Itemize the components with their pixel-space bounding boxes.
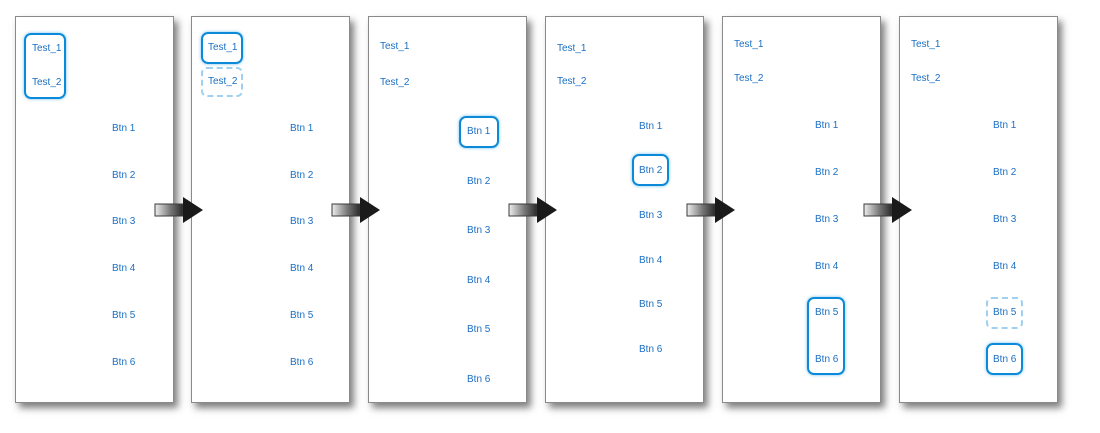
right-arrow-icon <box>331 197 380 223</box>
btn-2-item[interactable]: Btn 2 <box>112 170 136 181</box>
btn-1-item[interactable]: Btn 1 <box>467 126 491 137</box>
btn-2-item[interactable]: Btn 2 <box>993 167 1017 178</box>
focus-group-highlight <box>807 297 845 375</box>
btn-5-item[interactable]: Btn 5 <box>815 307 839 318</box>
focus-highlight-btn-6 <box>986 343 1023 375</box>
btn-3-item[interactable]: Btn 3 <box>467 225 491 236</box>
test-2-item[interactable]: Test_2 <box>734 73 764 84</box>
right-arrow-icon <box>154 197 203 223</box>
btn-6-item[interactable]: Btn 6 <box>815 354 839 365</box>
right-arrow-icon <box>508 197 557 223</box>
btn-3-item[interactable]: Btn 3 <box>290 216 314 227</box>
test-1-item[interactable]: Test_1 <box>32 43 62 54</box>
btn-1-item[interactable]: Btn 1 <box>815 120 839 131</box>
previous-focus-ghost <box>201 67 243 97</box>
btn-4-item[interactable]: Btn 4 <box>112 263 136 274</box>
btn-3-item[interactable]: Btn 3 <box>815 214 839 225</box>
btn-6-item[interactable]: Btn 6 <box>993 354 1017 365</box>
btn-2-item[interactable]: Btn 2 <box>290 170 314 181</box>
btn-1-item[interactable]: Btn 1 <box>993 120 1017 131</box>
test-1-item[interactable]: Test_1 <box>208 42 238 53</box>
test-2-item[interactable]: Test_2 <box>380 77 410 88</box>
btn-4-item[interactable]: Btn 4 <box>639 255 663 266</box>
right-arrow-icon <box>863 197 912 223</box>
test-2-item[interactable]: Test_2 <box>208 76 238 87</box>
btn-4-item[interactable]: Btn 4 <box>815 261 839 272</box>
btn-5-item[interactable]: Btn 5 <box>467 324 491 335</box>
focus-highlight-btn-2 <box>632 154 669 186</box>
frame-2: Test_1 Test_2 Btn 1 Btn 2 Btn 3 Btn 4 Bt… <box>191 16 350 403</box>
frame-5: Test_1 Test_2 Btn 1 Btn 2 Btn 3 Btn 4 Bt… <box>722 16 881 403</box>
right-arrow-icon <box>686 197 735 223</box>
btn-2-item[interactable]: Btn 2 <box>639 165 663 176</box>
btn-4-item[interactable]: Btn 4 <box>467 275 491 286</box>
focus-highlight-test-1 <box>201 32 243 64</box>
btn-1-item[interactable]: Btn 1 <box>290 123 314 134</box>
btn-6-item[interactable]: Btn 6 <box>639 344 663 355</box>
btn-5-item[interactable]: Btn 5 <box>993 307 1017 318</box>
btn-5-item[interactable]: Btn 5 <box>639 299 663 310</box>
test-2-item[interactable]: Test_2 <box>32 77 62 88</box>
btn-2-item[interactable]: Btn 2 <box>467 176 491 187</box>
btn-1-item[interactable]: Btn 1 <box>112 123 136 134</box>
btn-4-item[interactable]: Btn 4 <box>290 263 314 274</box>
btn-1-item[interactable]: Btn 1 <box>639 121 663 132</box>
frame-6: Test_1 Test_2 Btn 1 Btn 2 Btn 3 Btn 4 Bt… <box>899 16 1058 403</box>
test-2-item[interactable]: Test_2 <box>557 76 587 87</box>
frame-1: Test_1 Test_2 Btn 1 Btn 2 Btn 3 Btn 4 Bt… <box>15 16 174 403</box>
test-1-item[interactable]: Test_1 <box>557 43 587 54</box>
test-1-item[interactable]: Test_1 <box>911 39 941 50</box>
previous-focus-ghost <box>986 297 1023 329</box>
btn-6-item[interactable]: Btn 6 <box>112 357 136 368</box>
btn-3-item[interactable]: Btn 3 <box>993 214 1017 225</box>
focus-highlight-btn-1 <box>459 116 499 148</box>
btn-5-item[interactable]: Btn 5 <box>290 310 314 321</box>
btn-3-item[interactable]: Btn 3 <box>112 216 136 227</box>
btn-5-item[interactable]: Btn 5 <box>112 310 136 321</box>
btn-4-item[interactable]: Btn 4 <box>993 261 1017 272</box>
test-1-item[interactable]: Test_1 <box>380 41 410 52</box>
test-2-item[interactable]: Test_2 <box>911 73 941 84</box>
btn-6-item[interactable]: Btn 6 <box>290 357 314 368</box>
btn-3-item[interactable]: Btn 3 <box>639 210 663 221</box>
test-1-item[interactable]: Test_1 <box>734 39 764 50</box>
btn-2-item[interactable]: Btn 2 <box>815 167 839 178</box>
frame-3: Test_1 Test_2 Btn 1 Btn 2 Btn 3 Btn 4 Bt… <box>368 16 527 403</box>
frame-4: Test_1 Test_2 Btn 1 Btn 2 Btn 3 Btn 4 Bt… <box>545 16 704 403</box>
btn-6-item[interactable]: Btn 6 <box>467 374 491 385</box>
focus-group-highlight <box>24 33 66 99</box>
